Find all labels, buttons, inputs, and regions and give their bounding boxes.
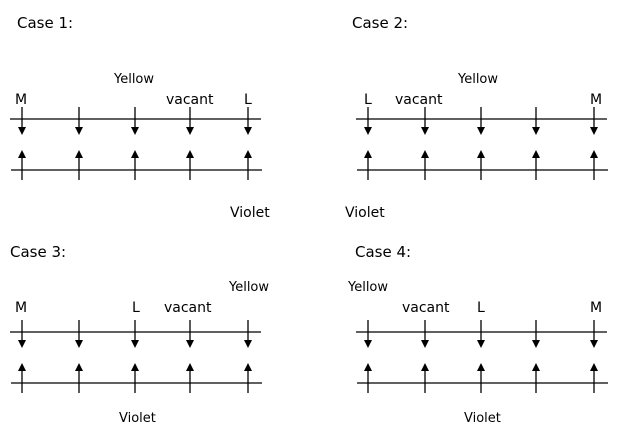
case-3-title: Case 3: — [10, 243, 67, 261]
case-1-up-arrow-4-head — [186, 150, 194, 158]
case-1-down-arrow-3-head — [131, 127, 139, 135]
case-1-down-arrow-2-head — [75, 127, 83, 135]
case-3-up-arrow-4-head — [186, 363, 194, 371]
case-1-up-arrow-5-head — [244, 150, 252, 158]
case-2-down-arrow-2-head — [421, 127, 429, 135]
case-3-vacant-label: vacant — [164, 300, 212, 316]
case-4-down-arrow-5-head — [590, 340, 598, 348]
case-3-down-arrow-5-head — [244, 340, 252, 348]
case-4-down-arrow-1-head — [364, 340, 372, 348]
case-3-l-label: L — [132, 300, 140, 316]
case-4-vacant-label: vacant — [402, 300, 450, 316]
case-4-down-arrow-3-head — [477, 340, 485, 348]
case-2-up-arrow-1-head — [364, 150, 372, 158]
case-4-violet-label: Violet — [464, 411, 501, 426]
case-2-yellow-label: Yellow — [458, 72, 499, 87]
case-2-down-arrow-1-head — [364, 127, 372, 135]
case-4-m-label: M — [590, 300, 603, 316]
case-2-title: Case 2: — [352, 14, 409, 32]
case-2-down-arrow-5-head — [590, 127, 598, 135]
case-3-down-arrow-1-head — [18, 340, 26, 348]
case-2-down-arrow-4-head — [532, 127, 540, 135]
case-1-violet-label: Violet — [230, 205, 270, 221]
case-3-up-arrow-3-head — [131, 363, 139, 371]
case-2-up-arrow-4-head — [532, 150, 540, 158]
case-1-up-arrow-2-head — [75, 150, 83, 158]
case-2-up-arrow-3-head — [477, 150, 485, 158]
case-1-down-arrow-5-head — [244, 127, 252, 135]
case-1-up-arrow-1-head — [18, 150, 26, 158]
case-3-down-arrow-2-head — [75, 340, 83, 348]
case-3-up-arrow-2-head — [75, 363, 83, 371]
case-1-l-label: L — [244, 92, 252, 108]
case-1-yellow-label: Yellow — [114, 72, 155, 87]
case-4-title: Case 4: — [355, 243, 412, 261]
case-2-vacant-label: vacant — [395, 92, 443, 108]
case-1-up-arrow-3-head — [131, 150, 139, 158]
case-4-up-arrow-1-head — [364, 363, 372, 371]
case-4-down-arrow-2-head — [421, 340, 429, 348]
case-3-violet-label: Violet — [119, 411, 156, 426]
case-2-up-arrow-5-head — [590, 150, 598, 158]
case-4-l-label: L — [477, 300, 485, 316]
case-4-up-arrow-4-head — [532, 363, 540, 371]
case-2-m-label: M — [590, 92, 603, 108]
case-2-violet-label: Violet — [345, 205, 385, 221]
case-3-up-arrow-5-head — [244, 363, 252, 371]
case-1-down-arrow-4-head — [186, 127, 194, 135]
case-3-up-arrow-1-head — [18, 363, 26, 371]
case-3-m-label: M — [15, 300, 28, 316]
case-2-down-arrow-3-head — [477, 127, 485, 135]
case-4-yellow-label: Yellow — [348, 280, 389, 295]
case-1-down-arrow-1-head — [18, 127, 26, 135]
case-1-vacant-label: vacant — [166, 92, 214, 108]
case-1-m-label: M — [15, 92, 28, 108]
case-2-up-arrow-2-head — [421, 150, 429, 158]
case-4-up-arrow-3-head — [477, 363, 485, 371]
case-1-title: Case 1: — [17, 14, 74, 32]
case-4-down-arrow-4-head — [532, 340, 540, 348]
case-3-down-arrow-4-head — [186, 340, 194, 348]
case-3-down-arrow-3-head — [131, 340, 139, 348]
case-2-l-label: L — [364, 92, 372, 108]
case-3-yellow-label: Yellow — [229, 280, 270, 295]
case-4-up-arrow-2-head — [421, 363, 429, 371]
case-4-up-arrow-5-head — [590, 363, 598, 371]
